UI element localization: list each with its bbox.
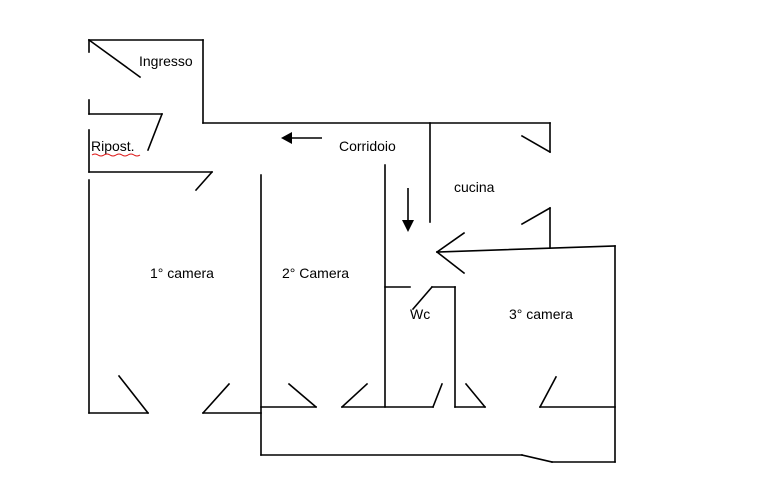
- direction-arrows: [281, 132, 414, 232]
- label-camera-3: 3° camera: [509, 306, 573, 322]
- spellcheck-squiggle: [91, 153, 141, 157]
- label-cucina: cucina: [454, 179, 495, 195]
- arrow-down-icon: [402, 188, 414, 232]
- label-wc: Wc: [410, 306, 430, 322]
- door-swings: [87, 38, 558, 415]
- walls: [88, 39, 616, 463]
- room-labels: Ingresso Ripost. Corridoio cucina 1° cam…: [91, 53, 573, 322]
- arrow-left-icon: [281, 132, 322, 144]
- label-ripostiglio: Ripost.: [91, 138, 135, 154]
- label-camera-2: 2° Camera: [282, 265, 349, 281]
- label-camera-1: 1° camera: [150, 265, 214, 281]
- label-ingresso: Ingresso: [139, 53, 193, 69]
- label-corridoio: Corridoio: [339, 138, 396, 154]
